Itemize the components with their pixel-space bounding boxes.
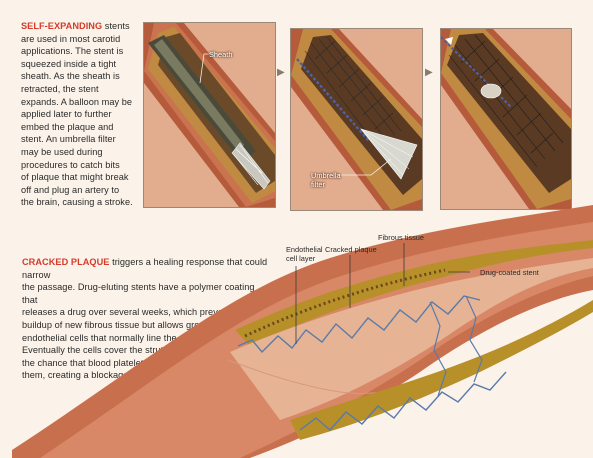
- fibrous-tissue-label: Fibrous tissue: [378, 233, 424, 242]
- endothelial-cell-layer-label: Endothelial cell layer: [286, 245, 323, 263]
- cracked-plaque-label: Cracked plaque: [325, 245, 377, 254]
- drug-coated-stent-label: Drug-coated stent: [480, 268, 539, 277]
